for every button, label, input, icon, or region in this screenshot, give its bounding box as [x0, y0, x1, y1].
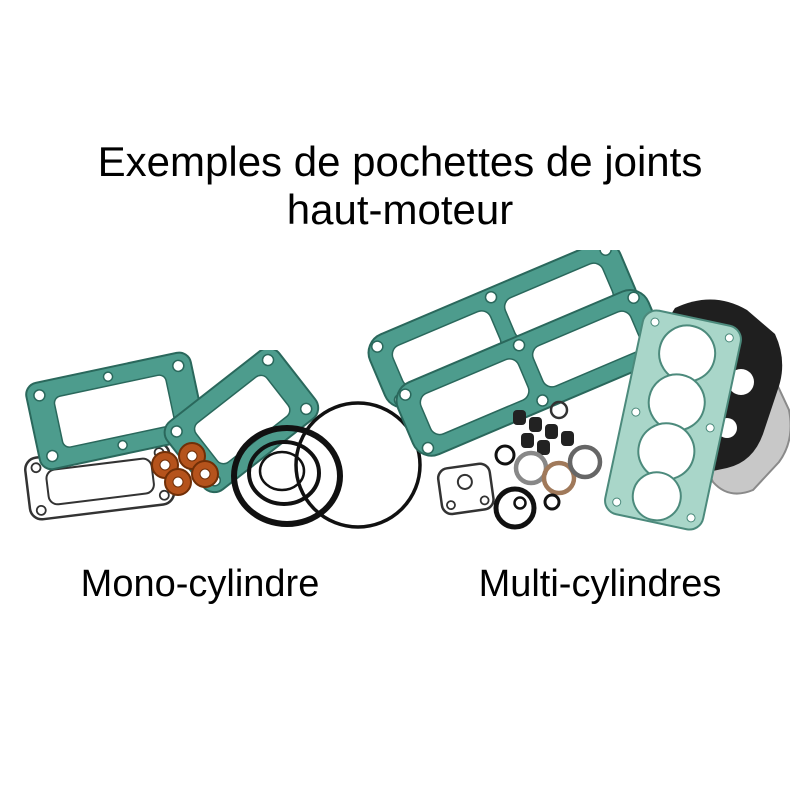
multi-cylinder-figure — [345, 241, 792, 550]
mono-cylinder-gasket-illustration — [24, 347, 422, 529]
copper-washers — [151, 442, 219, 496]
valve-stem-seals — [513, 400, 574, 455]
o-ring-with-seal — [493, 486, 561, 530]
title-line-1: Exemples de pochettes de joints — [97, 138, 703, 185]
four-cylinder-head-gasket — [604, 309, 742, 531]
cylinder-base-gasket — [25, 351, 206, 471]
multi-cylinder-gasket-illustration — [367, 241, 792, 531]
o-ring-set — [231, 425, 343, 527]
title-line-2: haut-moteur — [286, 185, 514, 233]
large-o-ring — [294, 401, 422, 529]
mono-cylinder-figure — [15, 347, 435, 565]
page-title: Exemples de pochettes de joints haut-mot… — [0, 138, 800, 234]
label-mono-cylindre: Mono-cylindre — [80, 563, 320, 605]
label-multi-cylindres: Multi-cylindres — [478, 563, 722, 605]
small-paper-gasket — [436, 462, 495, 516]
metal-rings — [494, 444, 603, 496]
valve-cover-gasket-lower — [395, 289, 666, 457]
